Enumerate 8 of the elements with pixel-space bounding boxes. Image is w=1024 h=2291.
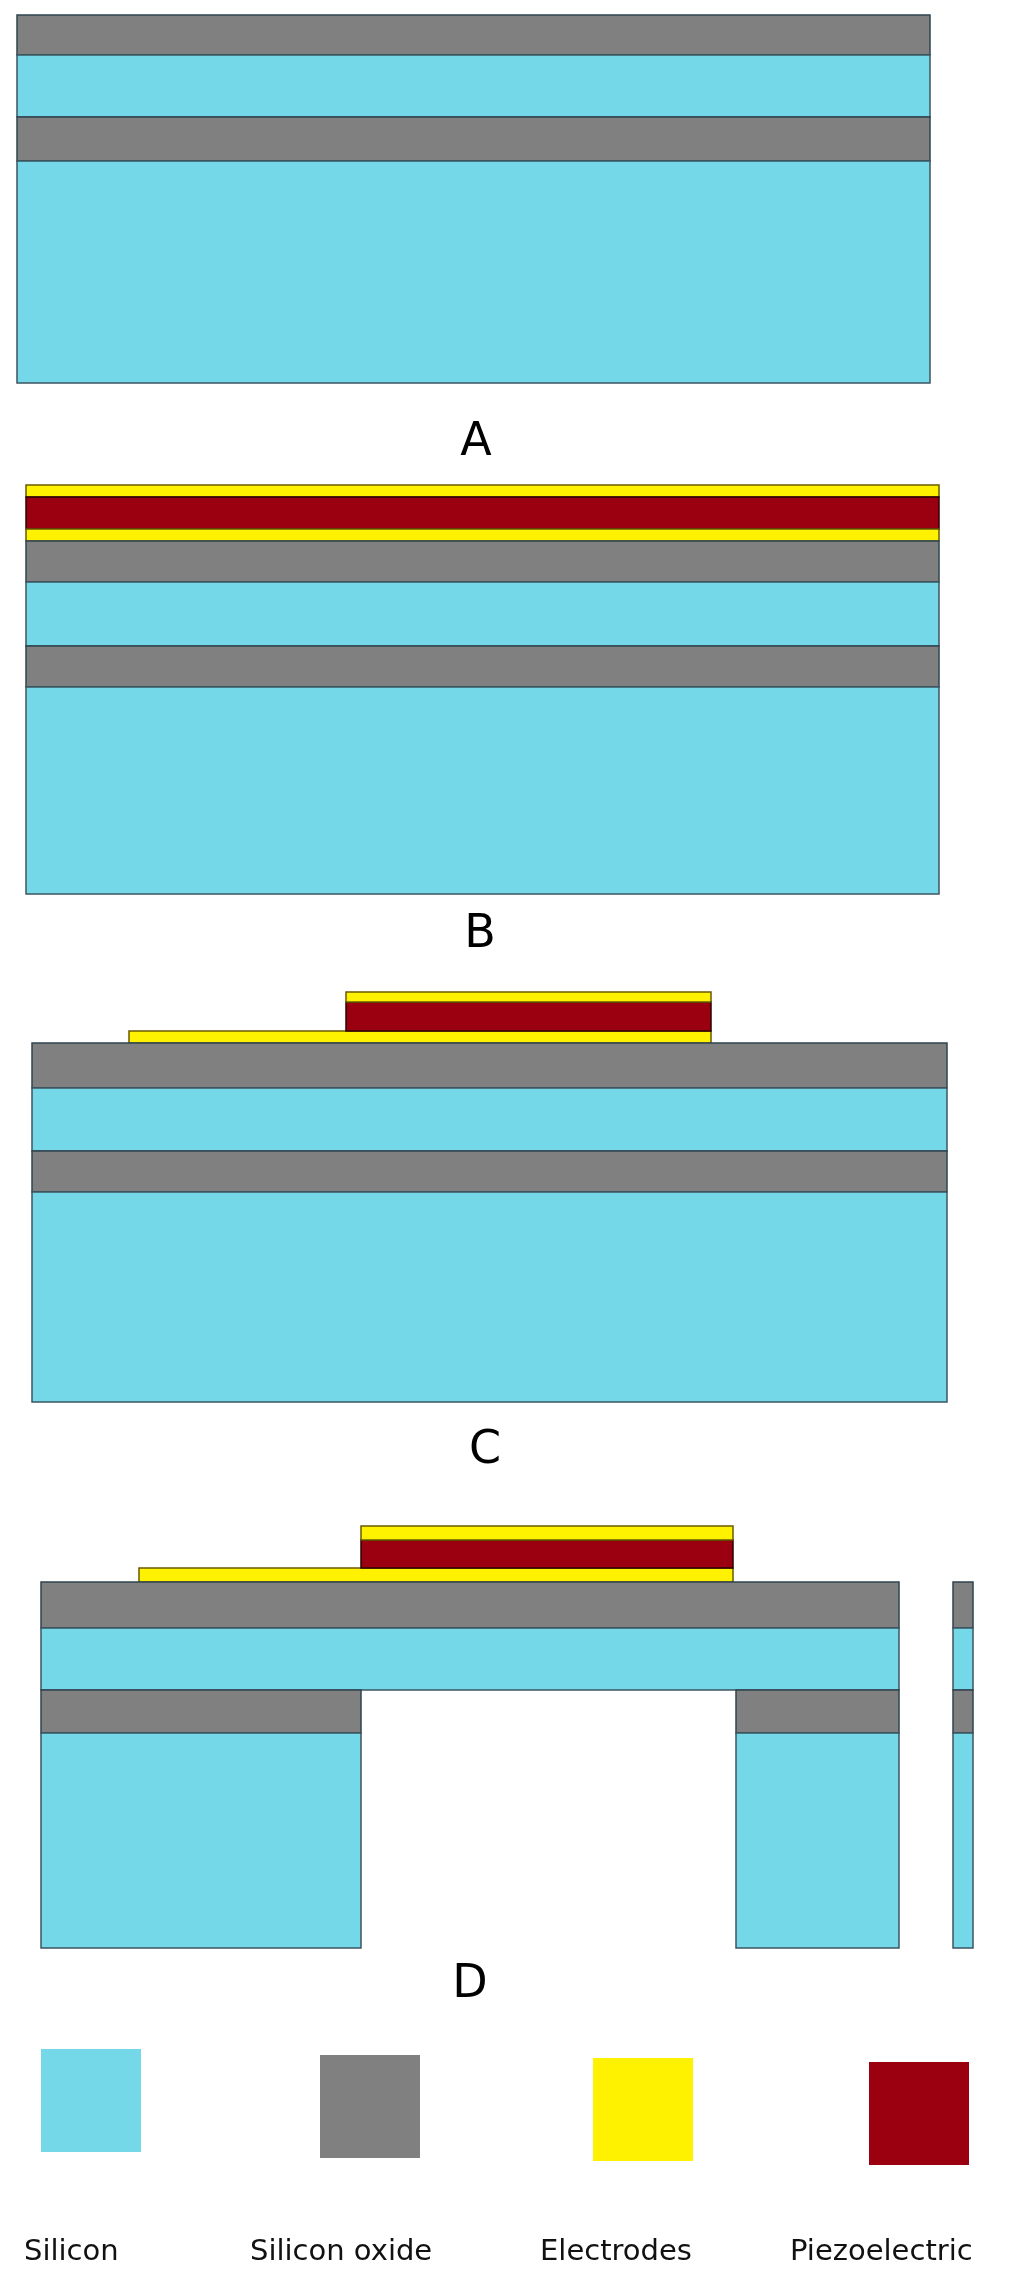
step-label: A xyxy=(460,414,492,464)
step-label: D xyxy=(452,1956,488,2006)
legend-label: Silicon xyxy=(24,2232,119,2268)
legend-label: Silicon oxide xyxy=(250,2232,433,2268)
legend-label: Piezoelectric xyxy=(790,2232,973,2268)
legend-label: Electrodes xyxy=(540,2232,692,2268)
step-label: B xyxy=(464,906,496,956)
step-label: C xyxy=(468,1422,502,1472)
